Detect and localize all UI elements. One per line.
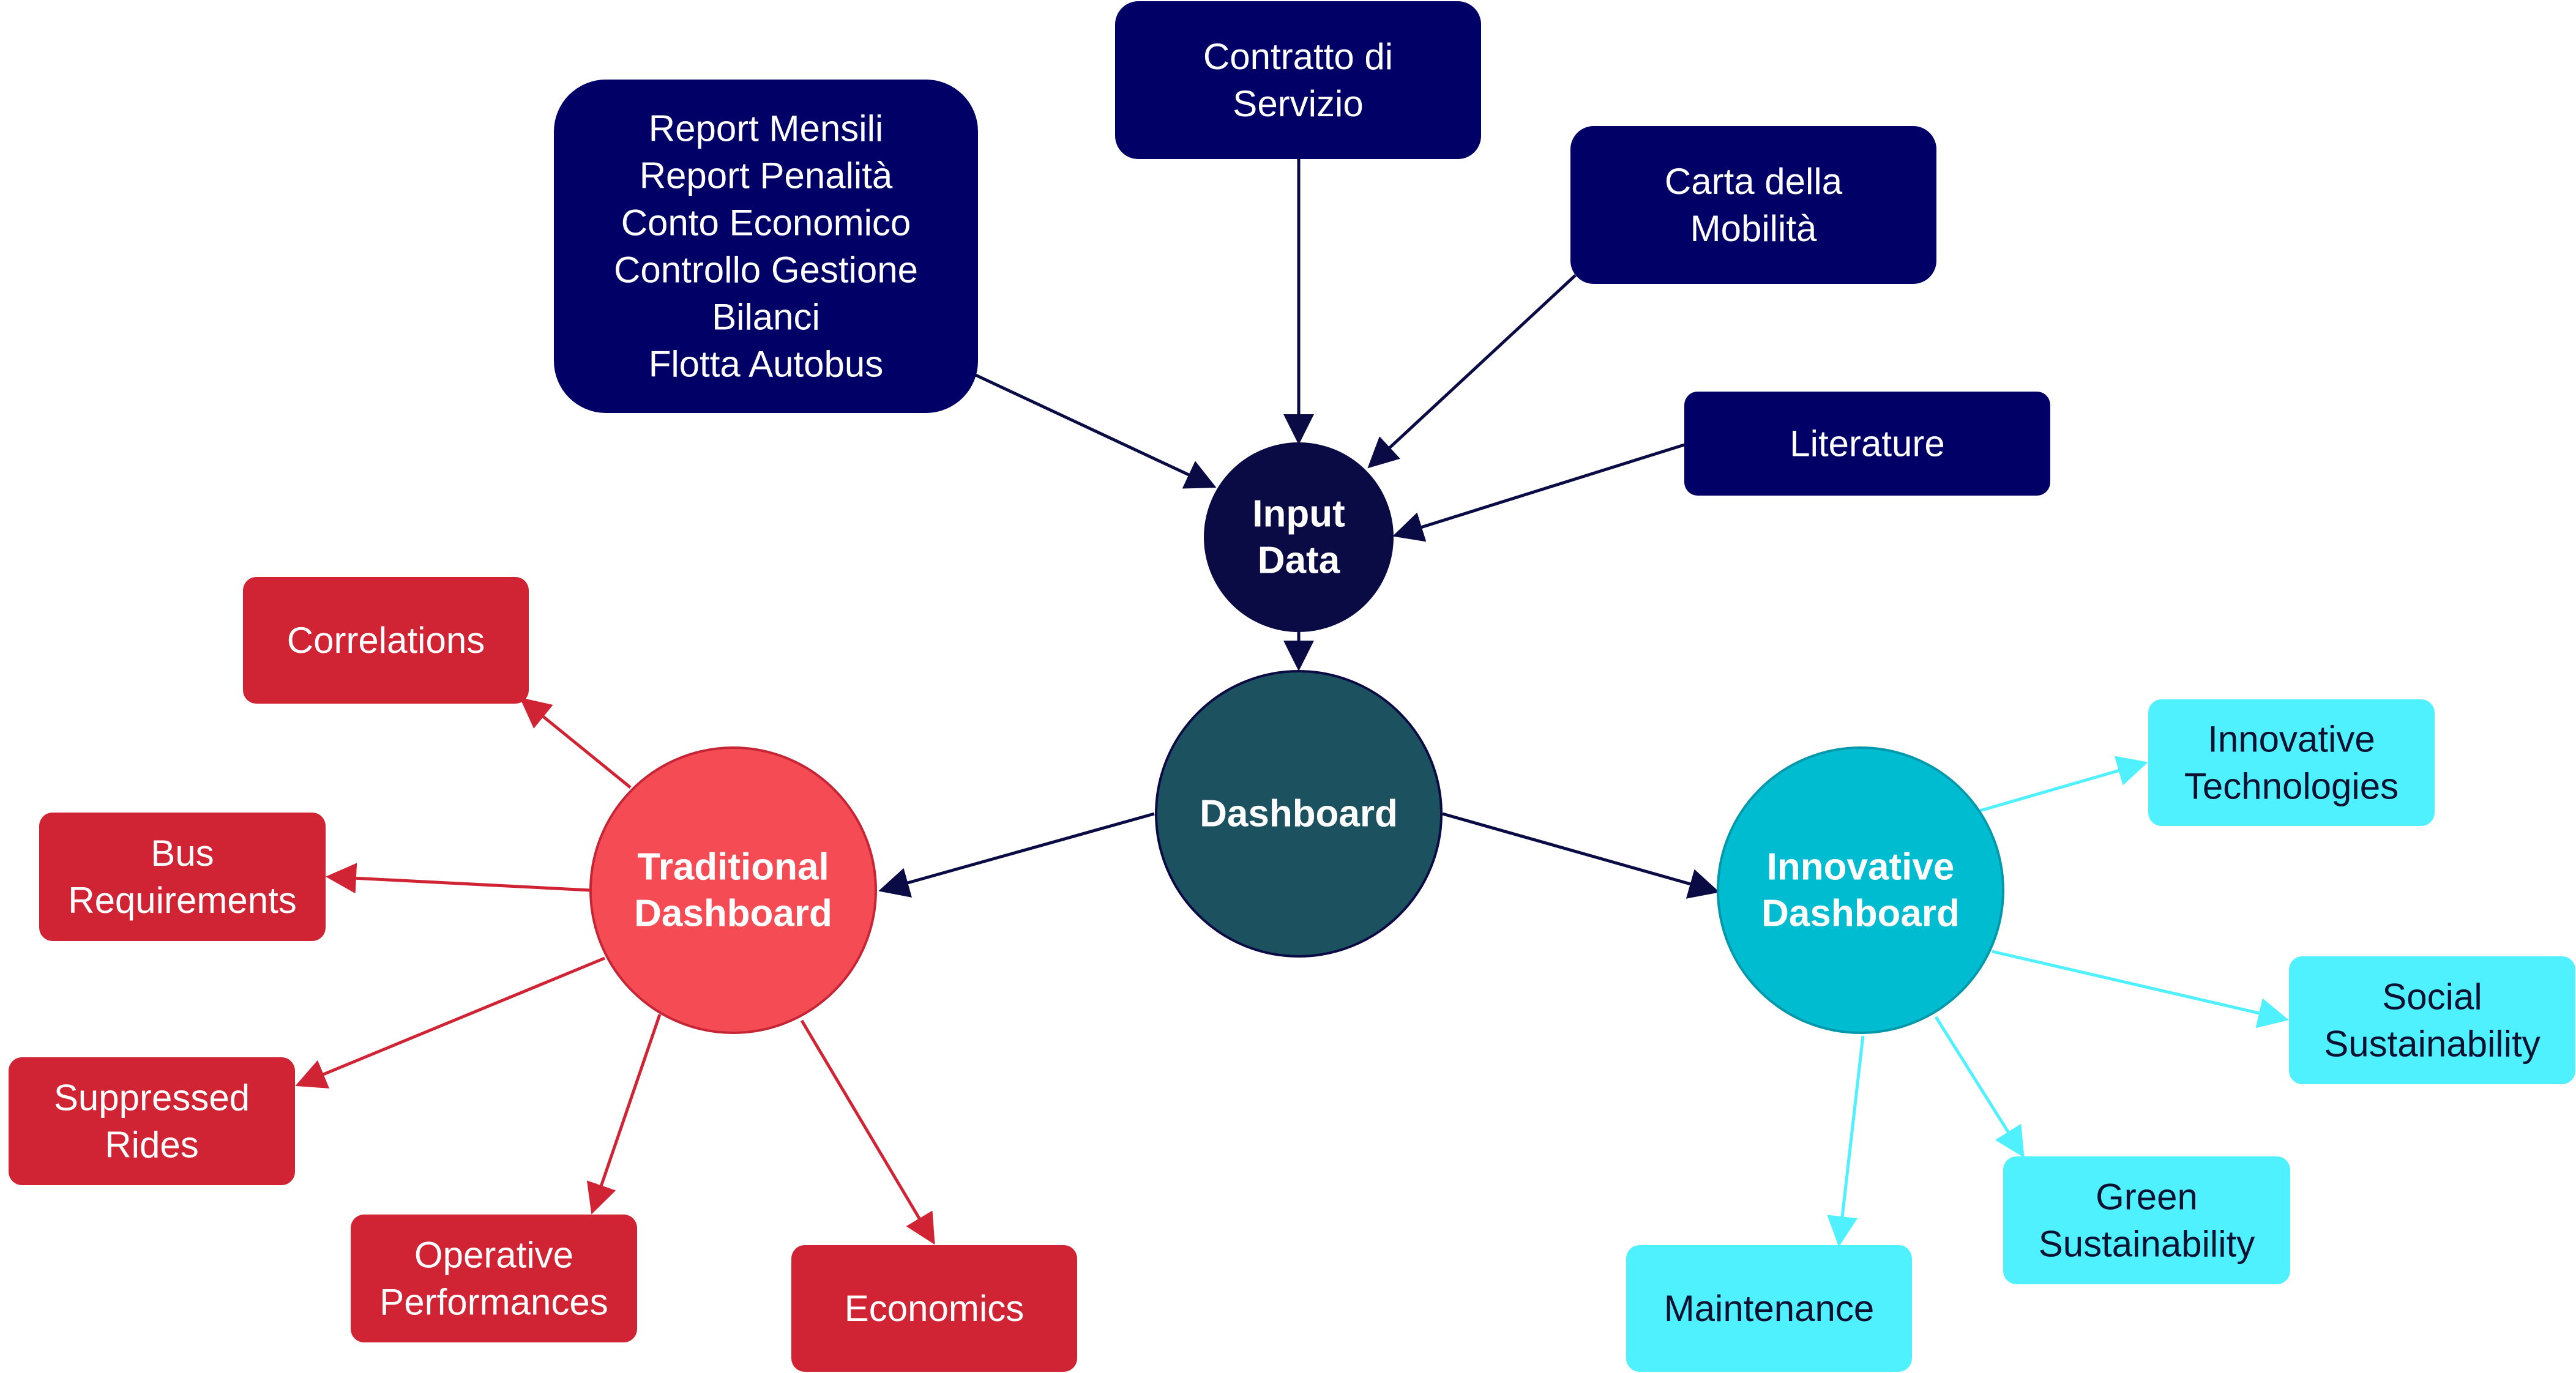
arrow-traditional-to-bus [326,863,591,894]
literature-line: Literature [1790,423,1944,464]
arrow-reports-to-input [973,373,1217,489]
economics-node: Economics [791,1245,1077,1372]
input-data-line: Input [1252,493,1345,535]
maintenance-node: Maintenance [1626,1245,1912,1372]
operative-performances-line: Operative [414,1235,573,1276]
arrow-innovative-to-technologies [1979,756,2148,813]
arrow-traditional-to-economics [800,1019,935,1245]
arrow-traditional-to-suppressed [295,956,605,1088]
arrow-innovative-to-social [1992,950,2289,1029]
reports-line: Conto Economico [621,203,911,244]
contratto-line: Contratto di [1203,36,1393,77]
innovative-dashboard-line: Dashboard [1761,893,1960,935]
economics-box [791,1245,1077,1372]
arrow-innovative-to-maintenance [1827,1035,1865,1247]
bus-requirements-line: Requirements [68,880,297,921]
innovative-dashboard-line: Innovative [1767,846,1955,888]
correlations-box [243,577,529,704]
literature-box [1684,392,2050,496]
maintenance-box [1626,1245,1912,1372]
operative-performances-box [351,1215,637,1342]
connectors [295,158,2289,1247]
arrow-literature-to-input [1392,443,1685,542]
carta-box [1570,126,1936,284]
reports-line: Report Mensili [649,108,883,149]
arrow-dashboard-to-innovative [1442,812,1720,899]
literature-node: Literature [1684,392,2050,496]
dashboard-node: Dashboard [1155,670,1443,958]
bus-requirements-line: Bus [151,833,214,874]
correlations-node: Correlations [243,577,529,704]
suppressed-rides-line: Rides [105,1125,198,1166]
reports-line: Bilanci [712,297,820,338]
suppressed-rides-line: Suppressed [54,1077,250,1118]
contratto-box [1115,1,1481,159]
dashboard-circle [1155,670,1443,958]
correlations-line: Correlations [287,620,485,661]
innovative-dashboard-circle [1717,746,2004,1034]
arrow-dashboard-to-traditional [878,812,1155,898]
dashboard-line: Dashboard [1200,793,1398,835]
input-data-circle [1204,442,1394,632]
arrow-innovative-to-green [1934,1016,2025,1158]
operative-performances-line: Performances [379,1282,608,1323]
carta-line: Carta della [1665,161,1843,202]
arrow-traditional-to-correlations [520,697,632,789]
reports-line: Report Penalità [640,155,893,196]
input-data-line: Data [1258,540,1340,582]
reports-line: Controllo Gestione [614,250,918,291]
reports-box [554,80,978,413]
social-sustainability-box [2289,956,2575,1084]
reports-line: Flotta Autobus [649,344,884,385]
arrow-traditional-to-operative [586,1014,662,1215]
carta-line: Mobilità [1690,208,1817,249]
maintenance-line: Maintenance [1664,1288,1875,1329]
innovative-technologies-line: Technologies [2184,766,2399,807]
contratto-node: Contratto di Servizio [1115,1,1481,159]
green-sustainability-box [2003,1156,2290,1284]
green-sustainability-line: Green [2096,1177,2198,1218]
social-sustainability-line: Social [2382,977,2482,1018]
economics-line: Economics [845,1288,1024,1329]
traditional-dashboard-circle [589,746,877,1034]
bus-requirements-box [39,813,326,941]
green-sustainability-line: Sustainability [2039,1224,2255,1265]
arrow-carta-to-input [1367,274,1577,469]
suppressed-rides-box [9,1057,295,1185]
social-sustainability-line: Sustainability [2324,1024,2541,1065]
traditional-dashboard-line: Traditional [637,846,829,888]
traditional-dashboard-line: Dashboard [634,893,832,935]
innovative-technologies-box [2148,699,2435,826]
contratto-line: Servizio [1233,83,1363,124]
innovative-technologies-line: Innovative [2208,719,2375,760]
